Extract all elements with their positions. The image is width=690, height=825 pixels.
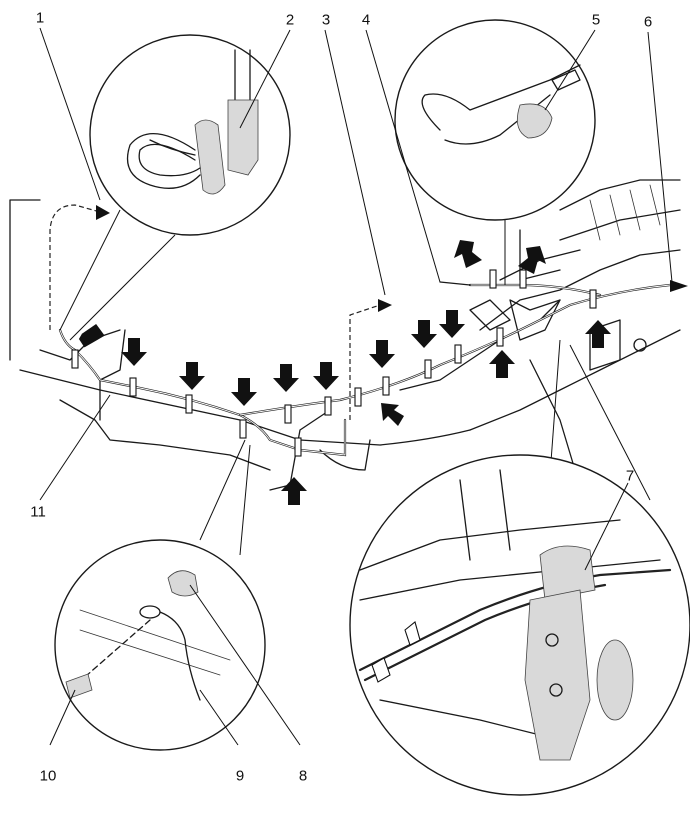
callout-10: 10 bbox=[39, 767, 57, 785]
cable-harness bbox=[58, 280, 688, 457]
dashed-route-center bbox=[349, 304, 381, 420]
callout-7: 7 bbox=[625, 467, 635, 485]
cable-clips bbox=[71, 269, 597, 457]
down-arrow-icon bbox=[78, 240, 546, 426]
callout-3: 3 bbox=[321, 11, 331, 29]
detail-grommet-right bbox=[394, 19, 596, 285]
up-arrow-icon bbox=[281, 320, 611, 505]
callout-6: 6 bbox=[643, 13, 653, 31]
callout-8: 8 bbox=[298, 767, 308, 785]
detail-underbody bbox=[349, 339, 690, 796]
leader-lines bbox=[39, 27, 673, 746]
callout-1: 1 bbox=[35, 9, 45, 27]
callout-2: 2 bbox=[285, 11, 295, 29]
callout-5: 5 bbox=[591, 11, 601, 29]
callout-11: 11 bbox=[30, 503, 46, 521]
dashed-route-left bbox=[49, 204, 101, 330]
callout-9: 9 bbox=[235, 767, 245, 785]
detail-grommet bbox=[59, 34, 291, 341]
callout-4: 4 bbox=[361, 11, 371, 29]
detail-ground-point bbox=[54, 439, 266, 751]
